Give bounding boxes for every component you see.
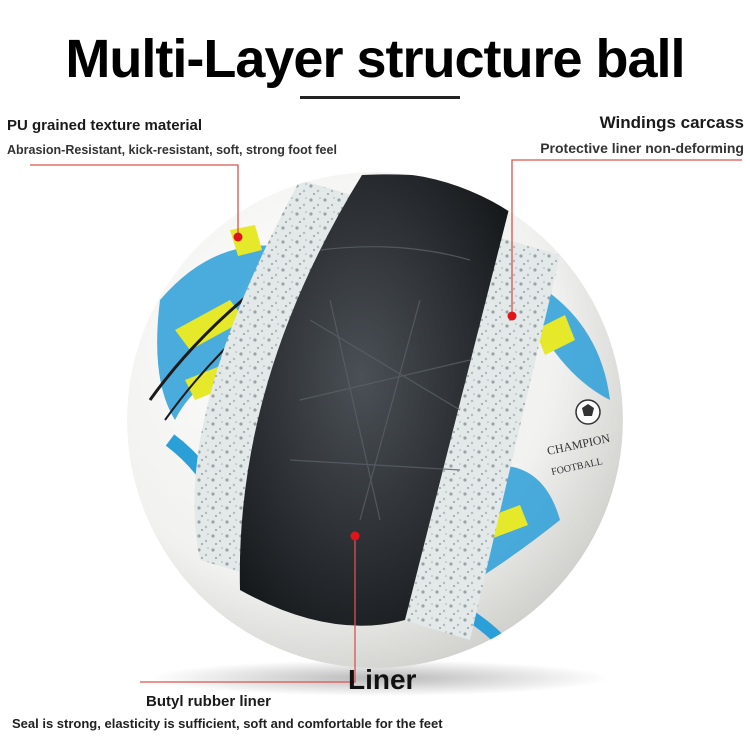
pu-material-description: Abrasion-Resistant, kick-resistant, soft… xyxy=(7,143,337,157)
windings-carcass-description: Protective liner non-deforming xyxy=(540,140,744,156)
liner-label: Liner xyxy=(348,664,417,695)
leader-line-liner xyxy=(140,536,356,683)
page-title: Multi-Layer structure ball xyxy=(65,29,685,89)
butyl-liner-description: Seal is strong, elasticity is sufficient… xyxy=(12,716,443,731)
marker-dot-pu xyxy=(233,232,243,242)
marker-dot-windings xyxy=(507,311,517,321)
pu-material-title: PU grained texture material xyxy=(7,117,203,134)
windings-carcass-title: Windings carcass xyxy=(599,113,744,132)
leader-line-pu xyxy=(30,164,239,235)
title-underline xyxy=(300,96,460,99)
marker-dot-liner xyxy=(350,531,360,541)
bladder-texture-lines xyxy=(289,246,471,521)
leader-line-windings xyxy=(511,159,742,315)
butyl-liner-title: Butyl rubber liner xyxy=(146,693,272,710)
butyl-bladder-band xyxy=(239,174,510,626)
leader-lines xyxy=(30,159,742,683)
ball-shadow xyxy=(150,660,610,696)
